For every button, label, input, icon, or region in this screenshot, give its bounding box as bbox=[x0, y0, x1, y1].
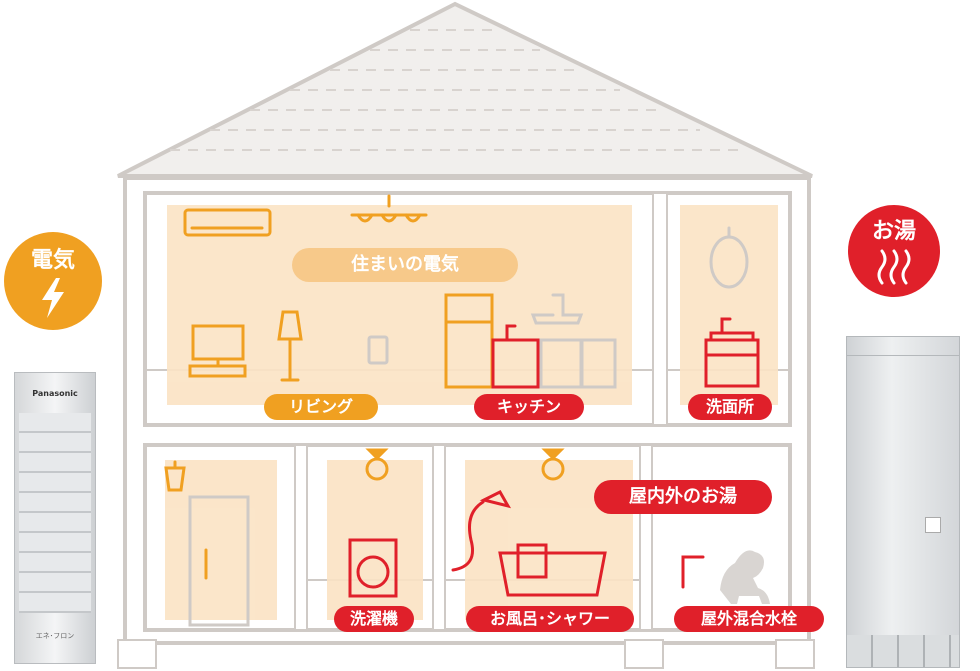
electricity-badge: 電気 bbox=[4, 232, 102, 330]
vanity-sink-icon bbox=[704, 317, 760, 388]
water-heater-tank bbox=[846, 336, 960, 668]
air-conditioner-icon bbox=[183, 208, 272, 237]
bathtub-icon bbox=[498, 543, 607, 597]
home-electricity-label: 住まいの電気 bbox=[292, 248, 518, 282]
tank-control-panel bbox=[925, 517, 941, 533]
front-door-icon bbox=[188, 495, 250, 627]
outdoor-faucet-label: 屋外混合水栓 bbox=[674, 606, 824, 632]
heat-waves-icon bbox=[877, 249, 911, 285]
floor-lamp-icon bbox=[277, 310, 303, 382]
battery-brand-label: Panasonic bbox=[32, 389, 78, 398]
washroom-label: 洗面所 bbox=[688, 394, 772, 420]
pendant-lamp-icon-2 bbox=[541, 448, 565, 481]
battery-sub-label: エネ･フロン bbox=[35, 632, 75, 640]
kitchen-sink-icon bbox=[491, 324, 540, 389]
tank-top-band bbox=[847, 337, 959, 356]
shower-icon bbox=[451, 490, 512, 572]
ceiling-lamp-icon bbox=[350, 194, 428, 223]
electricity-badge-label: 電気 bbox=[30, 248, 75, 273]
tv-icon bbox=[188, 324, 247, 378]
stove-icon bbox=[530, 293, 617, 389]
hot-water-badge-label: お湯 bbox=[871, 219, 916, 244]
roof bbox=[117, 1, 813, 178]
washing-machine-icon bbox=[348, 538, 398, 598]
tank-base bbox=[847, 635, 959, 667]
living-label: リビング bbox=[264, 394, 378, 420]
washing-machine-label: 洗濯機 bbox=[334, 606, 414, 632]
indoor-outdoor-hot-water-label: 屋内外のお湯 bbox=[594, 480, 772, 514]
wall-lantern-icon bbox=[164, 460, 186, 492]
bath-shower-label: お風呂･シャワー bbox=[466, 606, 634, 632]
lightning-bolt-icon bbox=[42, 278, 64, 318]
battery-panels bbox=[19, 413, 91, 613]
pillars bbox=[117, 192, 815, 669]
pendant-lamp-icon-1 bbox=[365, 448, 389, 481]
hot-water-badge: お湯 bbox=[848, 205, 940, 297]
battery-storage-unit: Panasonic エネ･フロン bbox=[14, 372, 96, 664]
outdoor-faucet-icon bbox=[681, 555, 705, 589]
wall-outlet-icon bbox=[367, 335, 389, 365]
dog-icon bbox=[720, 550, 770, 604]
kitchen-label: キッチン bbox=[474, 394, 584, 420]
mirror-icon bbox=[709, 226, 749, 289]
